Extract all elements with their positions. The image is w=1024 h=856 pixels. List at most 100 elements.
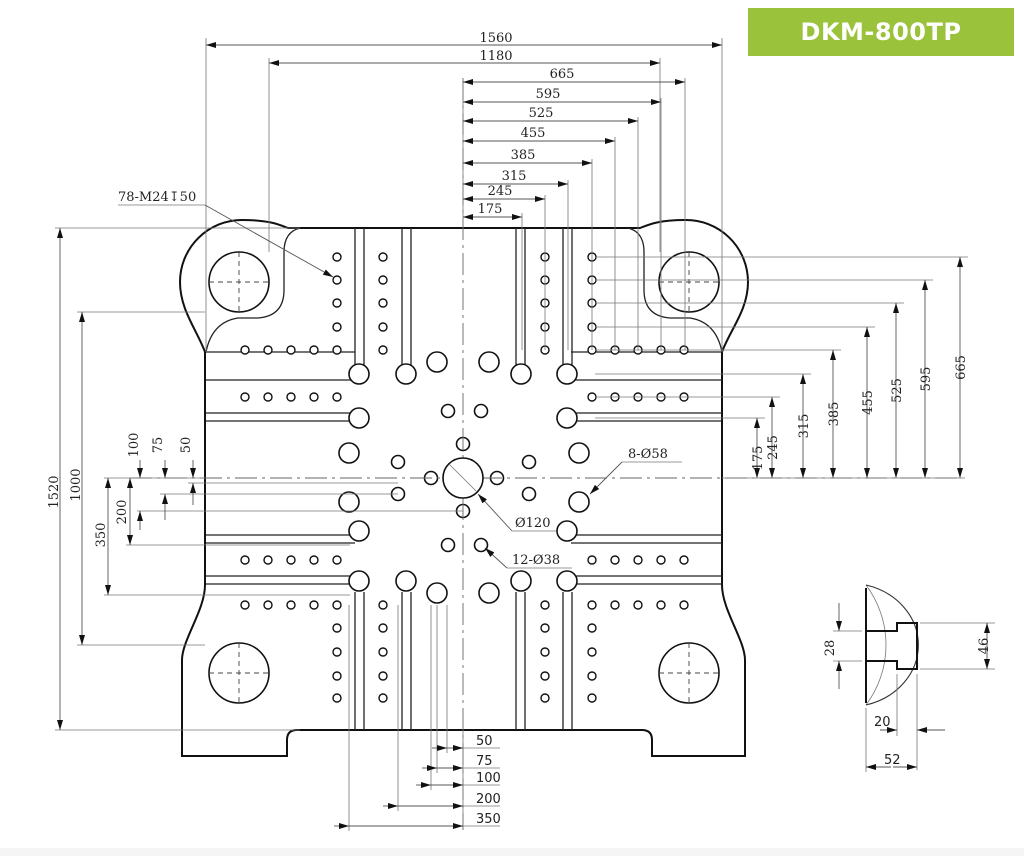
dim-top-455: 455 [521, 126, 546, 141]
hole-58-0 [426, 351, 448, 373]
tapped-hole-49 [378, 298, 388, 308]
callout-large-holes: 8-Ø58 [589, 447, 682, 495]
t-slot-end-1 [395, 363, 417, 385]
dim-right-315: 315 [797, 414, 812, 439]
hole-38-4 [521, 454, 537, 470]
tapped-hole-61 [378, 623, 388, 633]
dimension-lines [55, 38, 968, 831]
tapped-hole-59 [540, 600, 550, 610]
dim-top-315: 315 [502, 169, 527, 184]
dim-tie-bar-v: 1000 [69, 468, 84, 501]
tapped-hole-29 [679, 555, 689, 565]
tapped-hole-37 [633, 600, 643, 610]
dim-top-175: 175 [478, 202, 503, 217]
tapped-hole-1 [263, 345, 273, 355]
hole-38-10 [440, 537, 456, 553]
tapped-hole-44 [332, 275, 342, 285]
dim-left-350: 350 [94, 523, 109, 548]
hole-38-11 [473, 537, 489, 553]
dim-top-245: 245 [488, 184, 513, 199]
hole-58-3 [568, 442, 590, 464]
hole-38-3 [390, 454, 406, 470]
dim-right-595: 595 [919, 367, 934, 392]
tapped-hole-38 [656, 600, 666, 610]
t-slot-end-4 [348, 407, 370, 429]
tapped-hole-75 [587, 693, 597, 703]
t-slot-end-9 [395, 570, 417, 592]
dim-right-245: 245 [766, 435, 781, 460]
tapped-hole-14 [332, 392, 342, 402]
t-slot-end-7 [556, 520, 578, 542]
hole-58-1 [478, 351, 500, 373]
dim-right-665: 665 [954, 355, 969, 380]
tapped-hole-53 [378, 322, 388, 332]
hole-58-2 [338, 442, 360, 464]
tapped-hole-58 [378, 600, 388, 610]
callout-large-holes-text: 8-Ø58 [628, 447, 668, 462]
tslot-head-width: 46 [977, 638, 992, 655]
tie-bar-holes [208, 251, 720, 704]
tslot-detail: 28 46 20 52 [823, 584, 995, 772]
tapped-hole-3 [309, 345, 319, 355]
callout-small-holes: 12-Ø38 [484, 547, 572, 569]
tapped-hole-20 [240, 555, 250, 565]
dim-bottom-50: 50 [476, 734, 493, 749]
bottom-strip [0, 848, 1024, 856]
tapped-hole-63 [587, 623, 597, 633]
callout-center-hole: Ø120 [477, 493, 556, 532]
tapped-hole-39 [679, 600, 689, 610]
tapped-hole-73 [378, 693, 388, 703]
tapped-hole-66 [540, 647, 550, 657]
dim-left-50: 50 [179, 437, 194, 454]
dim-right-455: 455 [861, 390, 876, 415]
dim-bottom-200: 200 [476, 792, 501, 807]
tapped-hole-69 [378, 671, 388, 681]
tapped-hole-72 [332, 693, 342, 703]
t-slots [206, 228, 722, 730]
dim-tie-bar-h: 1180 [479, 49, 512, 64]
tapped-hole-11 [263, 392, 273, 402]
dim-top-595: 595 [536, 87, 561, 102]
tapped-holes [240, 252, 689, 703]
t-slot-end-10 [510, 570, 532, 592]
tapped-hole-0 [240, 345, 250, 355]
tapped-hole-15 [587, 392, 597, 402]
tapped-hole-41 [378, 252, 388, 262]
dim-bottom-100: 100 [476, 771, 501, 786]
hole-58-6 [426, 582, 448, 604]
tslot-neck-width: 28 [823, 640, 838, 657]
tapped-hole-35 [587, 600, 597, 610]
tapped-hole-24 [332, 555, 342, 565]
callout-tapped-holes: 78-M24↧50 [118, 190, 334, 278]
tapped-hole-31 [263, 600, 273, 610]
tapped-hole-32 [286, 600, 296, 610]
tapped-hole-21 [263, 555, 273, 565]
hole-58-5 [568, 491, 590, 513]
hole-38-0 [440, 403, 456, 419]
dim-left-200: 200 [115, 500, 130, 525]
tapped-hole-65 [378, 647, 388, 657]
tslot-neck-depth: 20 [874, 715, 891, 730]
tapped-hole-67 [587, 647, 597, 657]
tapped-hole-10 [240, 392, 250, 402]
t-slot-end-3 [556, 363, 578, 385]
dim-top-525: 525 [529, 106, 554, 121]
tapped-hole-52 [332, 322, 342, 332]
dim-right-525: 525 [890, 378, 905, 403]
tslot-total-depth: 52 [884, 753, 901, 768]
mounting-holes [338, 351, 590, 604]
tapped-hole-36 [610, 600, 620, 610]
tapped-hole-22 [286, 555, 296, 565]
dim-top-665: 665 [550, 67, 575, 82]
callout-center-hole-text: Ø120 [515, 516, 550, 531]
dim-left-75: 75 [151, 437, 166, 454]
t-slot-end-8 [348, 570, 370, 592]
hole-38-1 [473, 403, 489, 419]
hole-38-8 [521, 486, 537, 502]
dim-left-100: 100 [127, 433, 142, 458]
model-badge: DKM-800TP [748, 8, 1014, 56]
tapped-hole-60 [332, 623, 342, 633]
center-lines [130, 78, 960, 830]
dim-right-175: 175 [751, 446, 766, 471]
tapped-hole-64 [332, 647, 342, 657]
